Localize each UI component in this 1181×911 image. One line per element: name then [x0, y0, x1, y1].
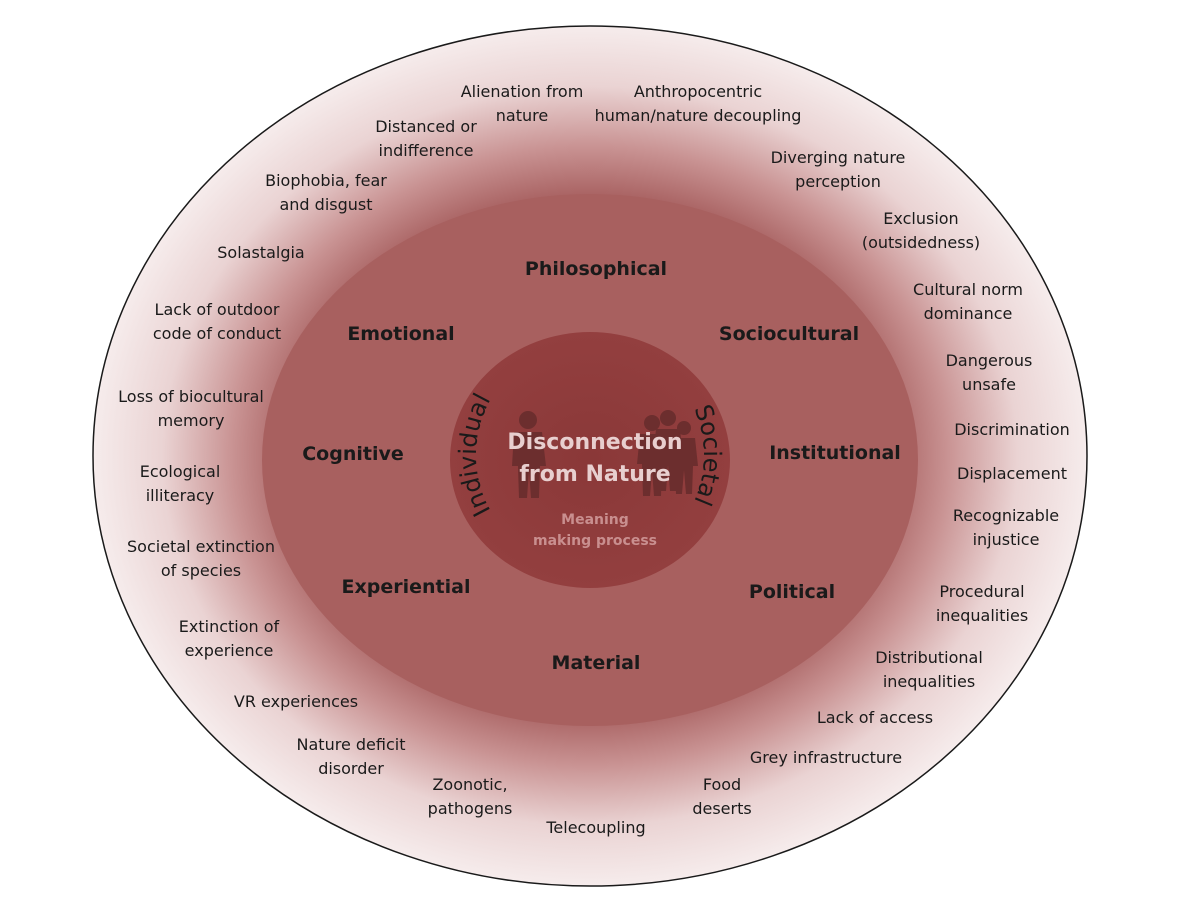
outer-label-line: Grey infrastructure [750, 748, 902, 767]
outer-label: Alienation from nature [461, 82, 584, 125]
outer-label-line: Procedural [939, 582, 1024, 601]
societal-silhouette-icon [637, 410, 698, 496]
outer-label-line: dominance [924, 304, 1013, 323]
outer-label-line: indifference [379, 141, 474, 160]
outer-label: Procedural inequalities [936, 582, 1028, 625]
outer-label-line: Alienation from [461, 82, 584, 101]
mid-label-philosophical: Philosophical [525, 258, 667, 280]
outer-label-line: deserts [692, 799, 751, 818]
outer-label-line: of species [161, 561, 241, 580]
outer-label-line: Distanced or [375, 117, 477, 136]
outer-label: Displacement [957, 464, 1067, 483]
outer-label: Cultural norm dominance [913, 280, 1023, 323]
outer-label: Lack of access [817, 708, 933, 727]
outer-label: Ecological illiteracy [140, 462, 221, 505]
mid-label-material: Material [552, 652, 641, 674]
outer-label-line: Ecological [140, 462, 221, 481]
outer-label-line: Loss of biocultural [118, 387, 264, 406]
outer-label-line: Telecoupling [545, 818, 645, 837]
center-title-line2: from Nature [519, 462, 670, 487]
outer-label: Zoonotic, pathogens [428, 775, 513, 818]
outer-label-line: Recognizable [953, 506, 1059, 525]
outer-label-line: Anthropocentric [634, 82, 762, 101]
mid-label-institutional: Institutional [769, 442, 901, 464]
outer-label: Distanced or indifference [375, 117, 477, 160]
outer-label-line: nature [496, 106, 548, 125]
individual-silhouette-icon [512, 411, 546, 498]
center-title-line1: Disconnection [507, 430, 682, 455]
outer-label-line: Societal extinction [127, 537, 275, 556]
outer-label-line: Lack of outdoor [155, 300, 280, 319]
outer-label-line: Food [703, 775, 741, 794]
outer-label-line: Extinction of [179, 617, 280, 636]
outer-label: Discrimination [954, 420, 1070, 439]
outer-label-line: illiteracy [146, 486, 215, 505]
outer-label-line: Zoonotic, [432, 775, 507, 794]
mid-label-cognitive: Cognitive [302, 443, 404, 465]
outer-label: Recognizable injustice [953, 506, 1059, 549]
outer-label-line: VR experiences [234, 692, 358, 711]
outer-label-line: unsafe [962, 375, 1016, 394]
outer-label: Grey infrastructure [750, 748, 902, 767]
mid-label-experiential: Experiential [342, 576, 471, 598]
outer-label-line: Dangerous [946, 351, 1033, 370]
outer-label: Solastalgia [217, 243, 304, 262]
outer-label-line: perception [795, 172, 881, 191]
outer-label-line: Cultural norm [913, 280, 1023, 299]
outer-label: Anthropocentric human/nature decoupling [595, 82, 802, 125]
outer-label: Loss of biocultural memory [118, 387, 264, 430]
outer-label: Lack of outdoor code of conduct [153, 300, 281, 343]
outer-label-line: pathogens [428, 799, 513, 818]
mid-label-emotional: Emotional [347, 323, 454, 345]
outer-label: Dangerous unsafe [946, 351, 1033, 394]
outer-label-line: Distributional [875, 648, 983, 667]
outer-label-line: disorder [318, 759, 384, 778]
outer-ring-labels: Alienation from nature Anthropocentric huma… [118, 82, 1070, 837]
outer-label: Telecoupling [545, 818, 645, 837]
outer-label-line: Diverging nature [771, 148, 906, 167]
outer-label: Food deserts [692, 775, 751, 818]
center-subtitle-line1: Meaning [561, 512, 629, 528]
outer-label: Biophobia, fear and disgust [265, 171, 387, 214]
outer-label: Societal extinction of species [127, 537, 275, 580]
outer-label: Distributional inequalities [875, 648, 983, 691]
outer-label-line: Displacement [957, 464, 1067, 483]
outer-label-line: experience [185, 641, 274, 660]
outer-label: Nature deficit disorder [297, 735, 406, 778]
outer-label-line: inequalities [883, 672, 975, 691]
outer-label-line: code of conduct [153, 324, 281, 343]
outer-label-line: (outsidedness) [862, 233, 980, 252]
outer-label-line: Nature deficit [297, 735, 406, 754]
outer-label-line: Exclusion [883, 209, 958, 228]
core-circle [450, 332, 730, 588]
outer-label-line: Lack of access [817, 708, 933, 727]
outer-label-line: human/nature decoupling [595, 106, 802, 125]
outer-label-line: Solastalgia [217, 243, 304, 262]
middle-ring-labels: Philosophical Sociocultural Institutiona… [302, 258, 901, 674]
outer-label-line: and disgust [279, 195, 372, 214]
mid-label-political: Political [749, 581, 835, 603]
outer-label-line: Discrimination [954, 420, 1070, 439]
outer-label: VR experiences [234, 692, 358, 711]
outer-label-line: Biophobia, fear [265, 171, 387, 190]
outer-label-line: inequalities [936, 606, 1028, 625]
outer-label-line: injustice [973, 530, 1040, 549]
outer-label: Diverging nature perception [771, 148, 906, 191]
center-subtitle-line2: making process [533, 533, 657, 549]
outer-label-line: memory [158, 411, 225, 430]
mid-label-sociocultural: Sociocultural [719, 323, 859, 345]
outer-label: Extinction of experience [179, 617, 280, 660]
outer-label: Exclusion (outsidedness) [862, 209, 980, 252]
